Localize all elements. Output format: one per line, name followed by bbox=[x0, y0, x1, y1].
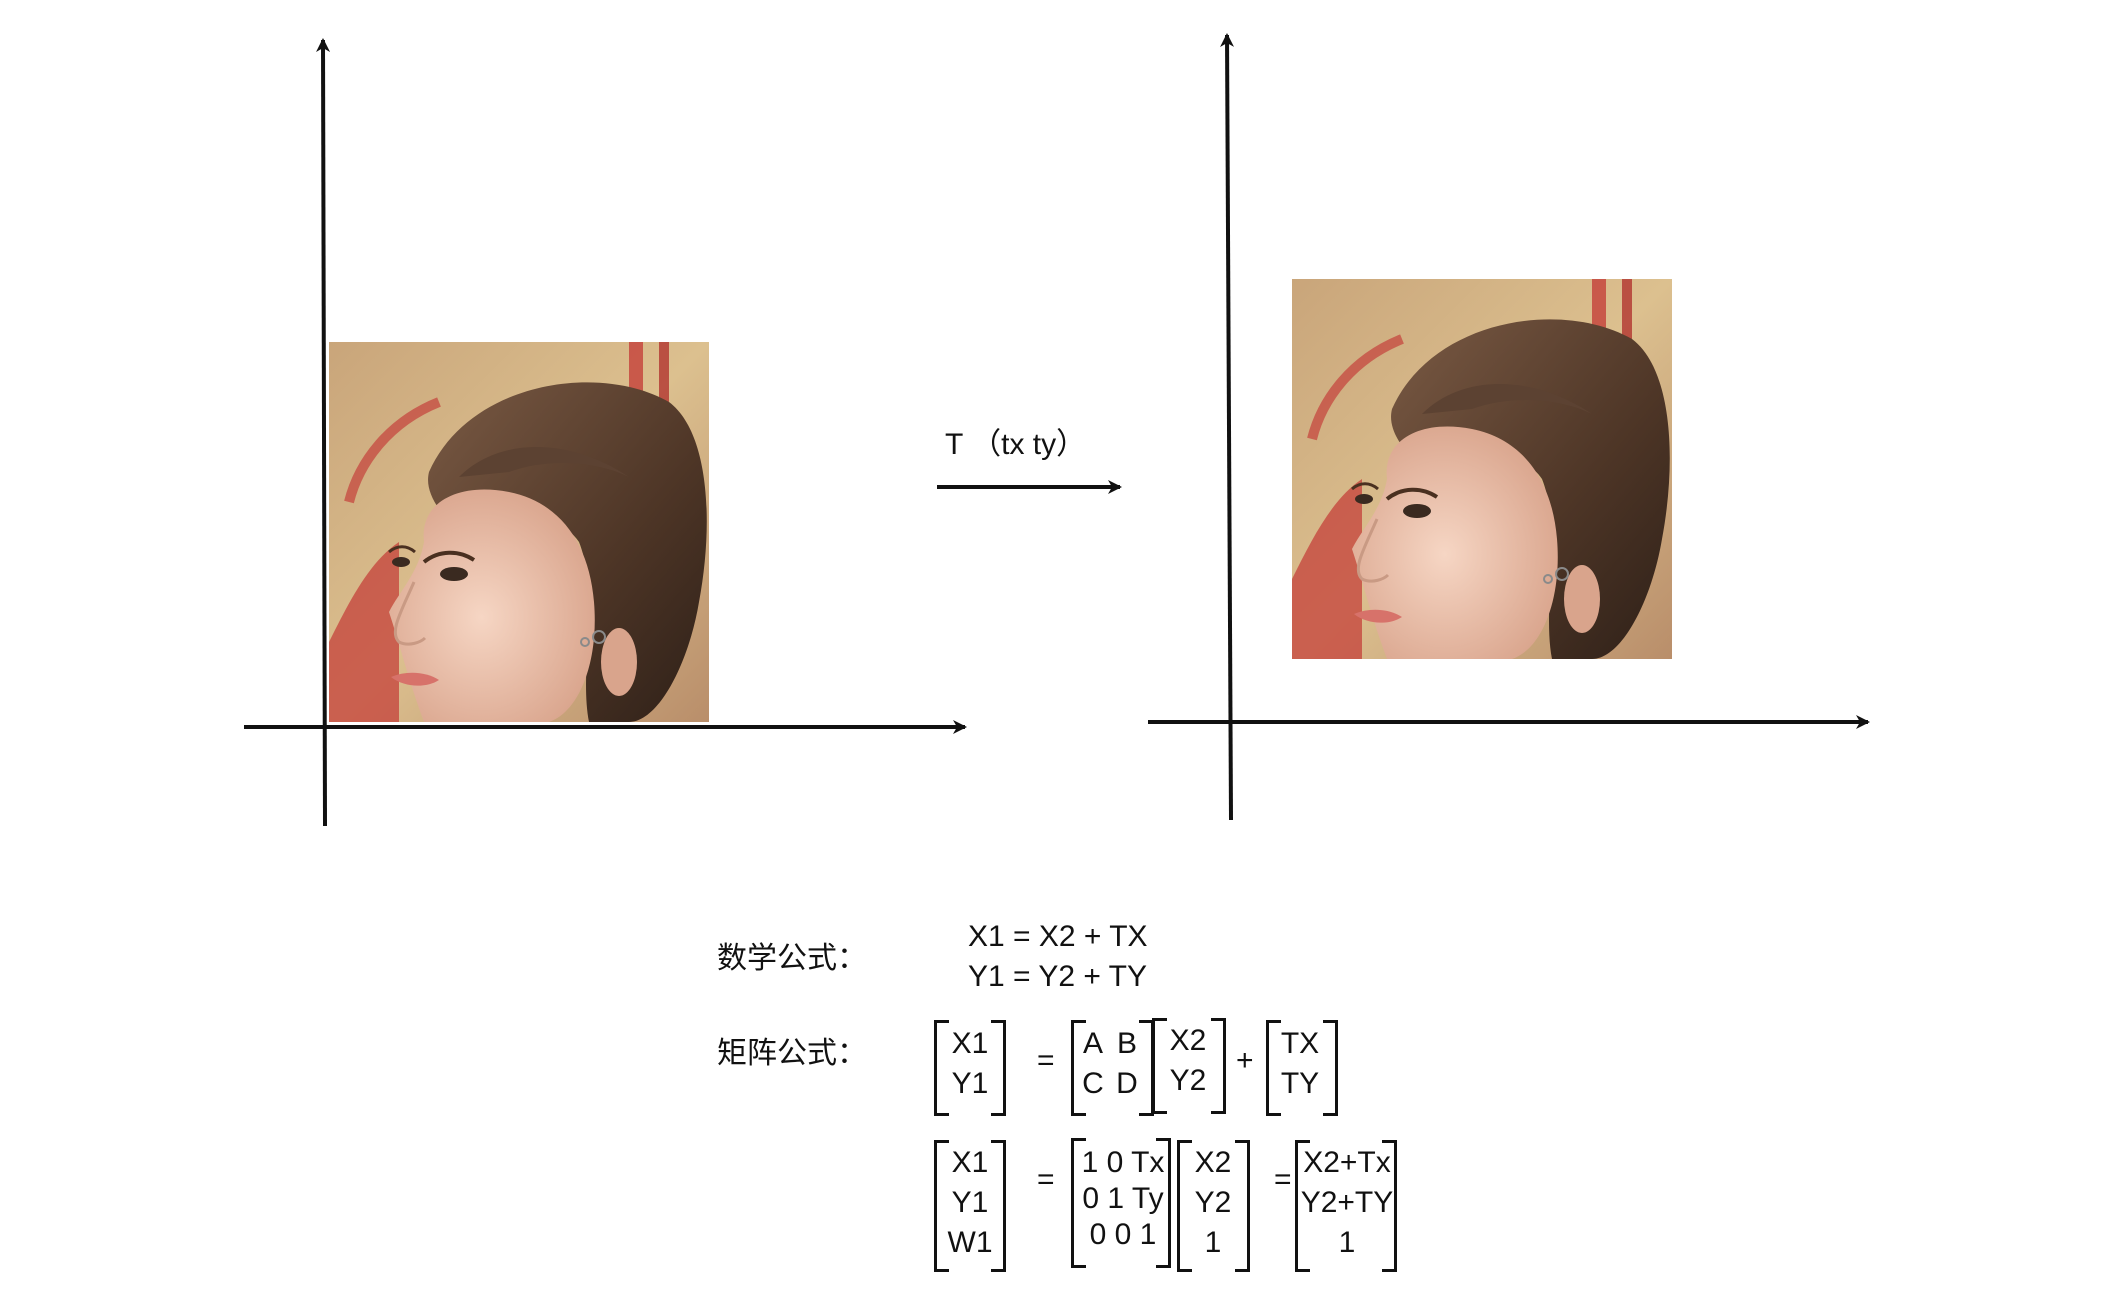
m2-lhs-w1: W1 bbox=[947, 1226, 993, 1259]
m2-vec-1: 1 bbox=[1204, 1226, 1222, 1259]
m2-mat-row2: 0 1 Ty bbox=[1082, 1182, 1164, 1215]
m1-vec-y2: Y2 bbox=[1169, 1064, 1207, 1097]
m1-trans-tx: TX bbox=[1280, 1027, 1320, 1060]
matrix-formula-label: 矩阵公式： bbox=[717, 1037, 867, 1070]
translated-portrait-image bbox=[1292, 279, 1672, 659]
m1-plus: + bbox=[1236, 1044, 1254, 1077]
transform-label: T （tx ty） bbox=[945, 428, 1087, 461]
math-formula-label: 数学公式： bbox=[717, 942, 867, 975]
m2-lhs-y1: Y1 bbox=[951, 1186, 989, 1219]
m1-trans-ty: TY bbox=[1280, 1067, 1320, 1100]
m1-lhs-x1: X1 bbox=[951, 1027, 989, 1060]
math-line-x: X1 = X2 + TX bbox=[968, 920, 1148, 953]
m2-mat-row1: 1 0 Tx bbox=[1081, 1146, 1165, 1179]
m1-coef-d: D bbox=[1116, 1067, 1138, 1100]
m2-equals-2: = bbox=[1274, 1163, 1292, 1196]
m2-lhs-x1: X1 bbox=[951, 1146, 989, 1179]
m2-res-y: Y2+TY bbox=[1300, 1186, 1394, 1219]
m2-equals: = bbox=[1037, 1163, 1055, 1196]
original-portrait-image bbox=[329, 342, 709, 722]
m1-coef-b: B bbox=[1116, 1027, 1137, 1060]
m1-coef-a: A bbox=[1082, 1027, 1103, 1060]
math-line-y: Y1 = Y2 + TY bbox=[968, 960, 1148, 993]
m1-vec-x2: X2 bbox=[1169, 1024, 1207, 1057]
m2-vec-y2: Y2 bbox=[1194, 1186, 1232, 1219]
right-y-axis bbox=[1220, 33, 1235, 821]
m1-equals: = bbox=[1037, 1044, 1055, 1077]
left-y-axis bbox=[316, 38, 331, 827]
m2-res-1: 1 bbox=[1338, 1226, 1356, 1259]
m1-coef-c: C bbox=[1082, 1067, 1104, 1100]
m2-res-x: X2+Tx bbox=[1303, 1146, 1391, 1179]
m2-vec-x2: X2 bbox=[1194, 1146, 1232, 1179]
m1-lhs-y1: Y1 bbox=[951, 1067, 989, 1100]
m2-mat-row3: 0 0 1 bbox=[1089, 1218, 1157, 1251]
